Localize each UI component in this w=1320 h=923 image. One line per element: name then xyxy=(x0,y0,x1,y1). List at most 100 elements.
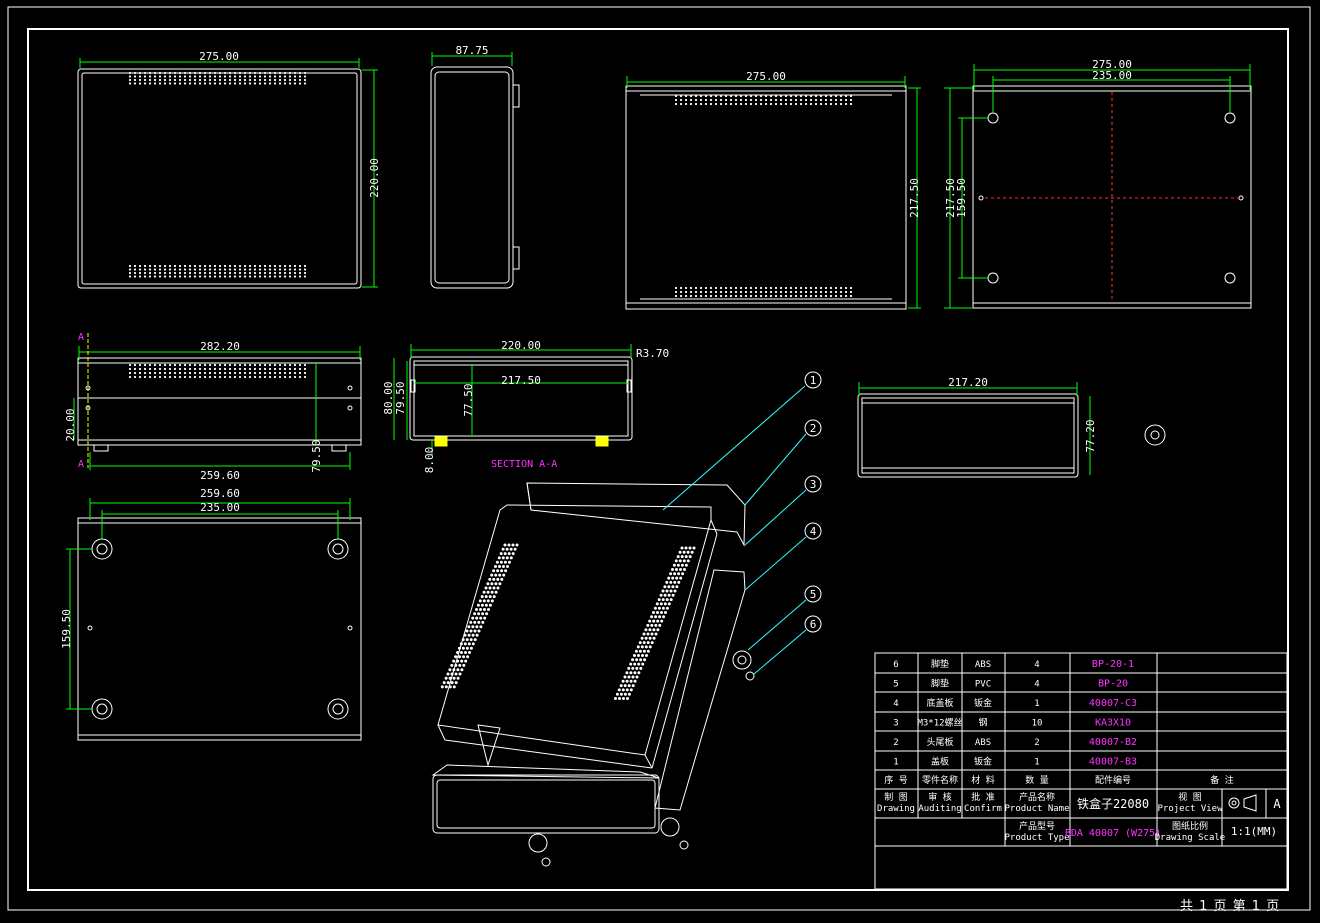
vent-hole xyxy=(263,264,267,268)
vent-hole xyxy=(633,654,636,657)
vent-hole xyxy=(641,662,645,666)
vent-hole xyxy=(213,371,217,375)
vent-hole xyxy=(238,271,242,275)
vent-hole xyxy=(208,275,212,278)
vent-hole xyxy=(764,286,768,290)
vent-hole xyxy=(188,268,192,271)
vent-hole xyxy=(198,367,202,371)
vent-hole xyxy=(193,82,197,85)
vent-hole xyxy=(153,375,157,379)
vent-hole xyxy=(515,543,519,547)
tb-scale-val: 1:1(MM) xyxy=(1231,825,1277,838)
vent-hole xyxy=(208,268,212,271)
vent-hole xyxy=(468,651,471,654)
vent-hole xyxy=(168,363,172,367)
bom-header-qty: 数 量 xyxy=(1025,774,1048,786)
dim-base-width-inner: 235.00 xyxy=(200,501,240,514)
vent-hole xyxy=(709,98,713,102)
vent-hole xyxy=(849,294,853,298)
vent-hole xyxy=(238,275,242,278)
vent-hole xyxy=(684,102,688,106)
dim-side-width: 87.75 xyxy=(455,44,488,57)
vent-hole xyxy=(148,268,152,271)
vent-hole xyxy=(298,82,302,85)
page-counter: 共 1 页 第 1 页 xyxy=(1180,899,1281,914)
vent-hole xyxy=(454,672,458,676)
vent-hole xyxy=(233,268,237,271)
vent-hole xyxy=(789,290,793,294)
vent-hole xyxy=(158,268,162,271)
vent-hole xyxy=(729,286,733,290)
balloon-5 xyxy=(804,585,822,603)
vent-hole xyxy=(819,294,823,298)
vent-hole xyxy=(794,102,798,106)
bom-cell-qty: 1 xyxy=(1034,699,1039,709)
dim-section-h2: 79.50 xyxy=(394,381,407,414)
vent-hole xyxy=(153,363,157,367)
vent-hole xyxy=(814,102,818,106)
vent-hole xyxy=(839,94,843,98)
vent-hole xyxy=(664,611,667,614)
balloon-label-6: 6 xyxy=(810,618,817,631)
vent-hole xyxy=(293,275,297,278)
vent-hole xyxy=(223,75,227,78)
vent-hole xyxy=(248,78,252,82)
vent-hole xyxy=(218,71,222,75)
vent-hole xyxy=(268,271,272,275)
vent-hole xyxy=(208,363,212,367)
vent-hole xyxy=(198,264,202,268)
vent-hole xyxy=(684,555,688,559)
vent-hole xyxy=(303,82,307,85)
vent-hole xyxy=(133,82,137,85)
balloon-3 xyxy=(804,475,822,493)
vent-hole xyxy=(293,375,297,379)
vent-hole xyxy=(163,78,167,82)
vent-hole xyxy=(273,82,277,85)
vent-hole xyxy=(829,294,833,298)
vent-hole xyxy=(849,102,853,106)
vent-hole xyxy=(498,582,502,586)
vent-hole xyxy=(633,671,637,675)
vent-hole xyxy=(143,375,147,379)
vent-hole xyxy=(824,94,828,98)
vent-hole xyxy=(153,264,157,268)
vent-hole xyxy=(148,78,152,82)
vent-hole xyxy=(183,75,187,78)
section-marker-bottom: A xyxy=(78,459,84,470)
vent-hole xyxy=(819,286,823,290)
vent-hole xyxy=(263,371,267,375)
vent-hole xyxy=(263,78,267,82)
vent-hole xyxy=(268,375,272,379)
vent-hole xyxy=(619,692,623,696)
vent-hole xyxy=(665,589,669,593)
dim-front-height-mid: 79.50 xyxy=(310,439,323,472)
vent-hole xyxy=(198,71,202,75)
vent-hole xyxy=(258,264,262,268)
vent-hole xyxy=(652,636,656,640)
vent-hole xyxy=(684,98,688,102)
vent-hole xyxy=(268,82,272,85)
vent-hole xyxy=(679,102,683,106)
vent-hole xyxy=(158,371,162,375)
vent-hole xyxy=(133,363,137,367)
vent-hole xyxy=(496,569,500,573)
vent-hole xyxy=(749,290,753,294)
vent-hole xyxy=(258,268,262,271)
vent-hole xyxy=(674,98,678,102)
vent-hole xyxy=(248,363,252,367)
vent-hole xyxy=(769,294,773,298)
vent-hole xyxy=(678,550,682,554)
vent-hole xyxy=(456,659,460,663)
bom-cell-material: ABS xyxy=(975,660,991,670)
vent-hole xyxy=(223,78,227,82)
vent-hole xyxy=(188,75,192,78)
vent-hole xyxy=(689,290,693,294)
vent-hole xyxy=(238,268,242,271)
vent-hole xyxy=(734,286,738,290)
vent-hole xyxy=(273,371,277,375)
vent-hole xyxy=(719,294,723,298)
vent-hole xyxy=(505,547,509,551)
bom-cell-code: BP-20 xyxy=(1098,679,1128,690)
